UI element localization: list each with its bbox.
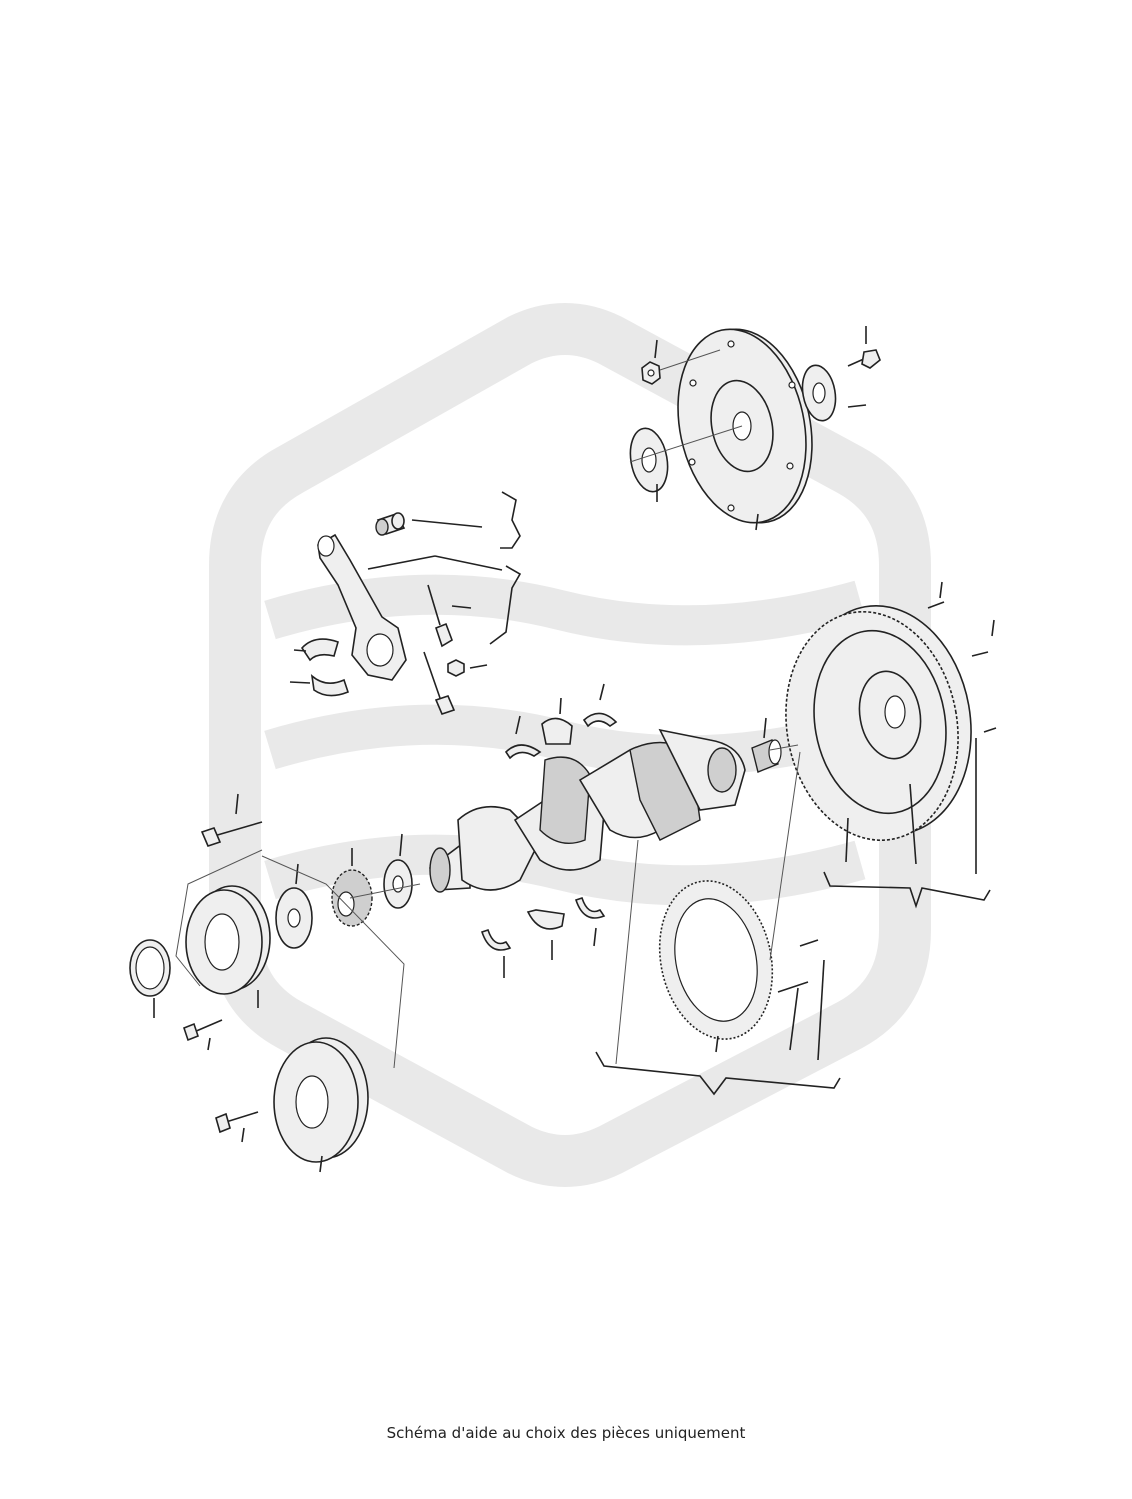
flywheel-plate [677,328,813,524]
callout-lines [153,326,995,1173]
ring-gear-bolt [777,981,809,993]
flywheel-washer-front [629,427,669,493]
gear-washer [383,859,413,909]
pilot-bearing [751,739,782,773]
starter-ring-gear [658,880,774,1040]
rod-nut [447,659,465,677]
pulley-bolt-alt [215,1111,259,1134]
crank-pulley-alt [273,1037,369,1163]
dual-mass-flywheel [785,604,972,842]
dowel-pin [927,601,945,609]
rod-bolt-short [423,651,456,715]
flywheel-nut [641,361,661,385]
crank-pulley [185,885,271,995]
main-bearing-shells [526,717,573,930]
thrust-washers [480,712,618,951]
small-end-bush [375,512,406,536]
crankshaft [429,728,746,893]
rod-bearing-lower [310,674,349,697]
diagram-caption: Schéma d'aide au choix des pièces unique… [386,1424,746,1442]
pulley-hub-plate [275,887,313,949]
rod-bearing-upper [300,638,339,662]
seal-ring [129,939,171,997]
ring-gear-dowel [799,939,819,947]
rod-bolt [427,584,453,648]
flywheel-bolt-right [971,651,997,733]
pulley-bolt [200,821,263,847]
pulley-bolt-lower [183,1019,223,1042]
flywheel-washer-rear [801,364,837,422]
flywheel-bolt [847,349,881,369]
connecting-rod [317,533,407,681]
